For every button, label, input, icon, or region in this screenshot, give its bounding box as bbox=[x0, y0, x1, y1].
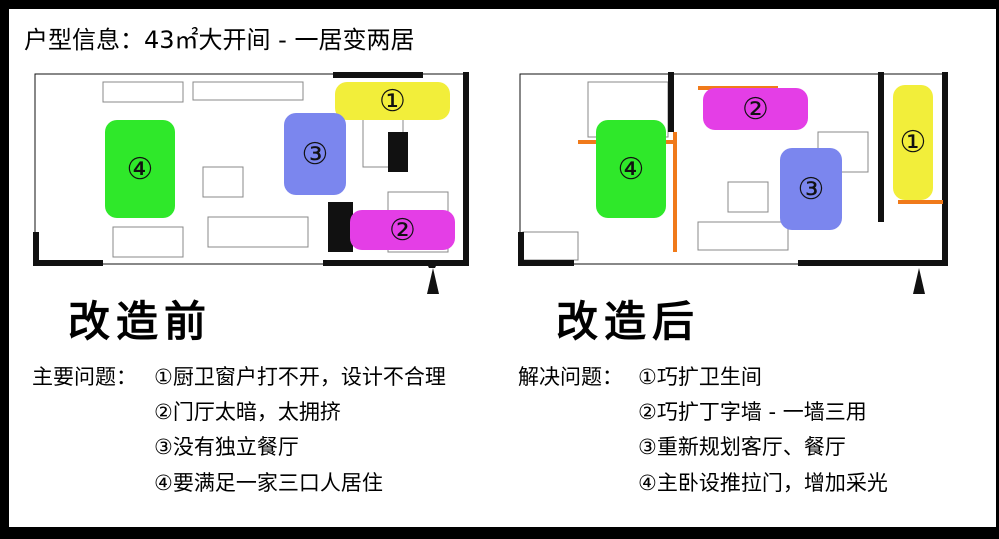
zone-2-before: ② bbox=[350, 210, 455, 250]
infographic-panel bbox=[9, 9, 996, 527]
before-item-2: ②门厅太暗，太拥挤 bbox=[154, 400, 341, 424]
zone-4-before: ④ bbox=[105, 120, 175, 218]
before-item-3: ③没有独立餐厅 bbox=[154, 435, 299, 459]
page-title: 户型信息：43㎡大开间 - 一居变两居 bbox=[24, 26, 415, 54]
zone-4-after: ④ bbox=[596, 120, 666, 218]
zone-1-after: ① bbox=[893, 85, 933, 200]
after-item-1: ①巧扩卫生间 bbox=[638, 365, 762, 389]
before-item-1: ①厨卫窗户打不开，设计不合理 bbox=[154, 365, 446, 389]
after-item-2: ②巧扩丁字墙 - 一墙三用 bbox=[638, 400, 867, 424]
zone-3-after: ③ bbox=[780, 148, 842, 230]
before-label: 改造前 bbox=[68, 297, 213, 346]
north-arrow-icon bbox=[426, 262, 438, 268]
after-label: 改造后 bbox=[556, 297, 701, 346]
after-item-4: ④主卧设推拉门，增加采光 bbox=[638, 471, 888, 495]
after-item-3: ③重新规划客厅、餐厅 bbox=[638, 435, 846, 459]
north-arrow-icon bbox=[913, 268, 925, 294]
zone-2-after: ② bbox=[703, 88, 808, 130]
zone-1-before: ① bbox=[335, 82, 450, 120]
north-arrow-icon bbox=[427, 268, 439, 294]
before-item-4: ④要满足一家三口人居住 bbox=[154, 471, 383, 495]
before-heading: 主要问题： bbox=[32, 365, 137, 389]
after-heading: 解决问题： bbox=[518, 365, 623, 389]
zone-3-before: ③ bbox=[284, 113, 346, 195]
